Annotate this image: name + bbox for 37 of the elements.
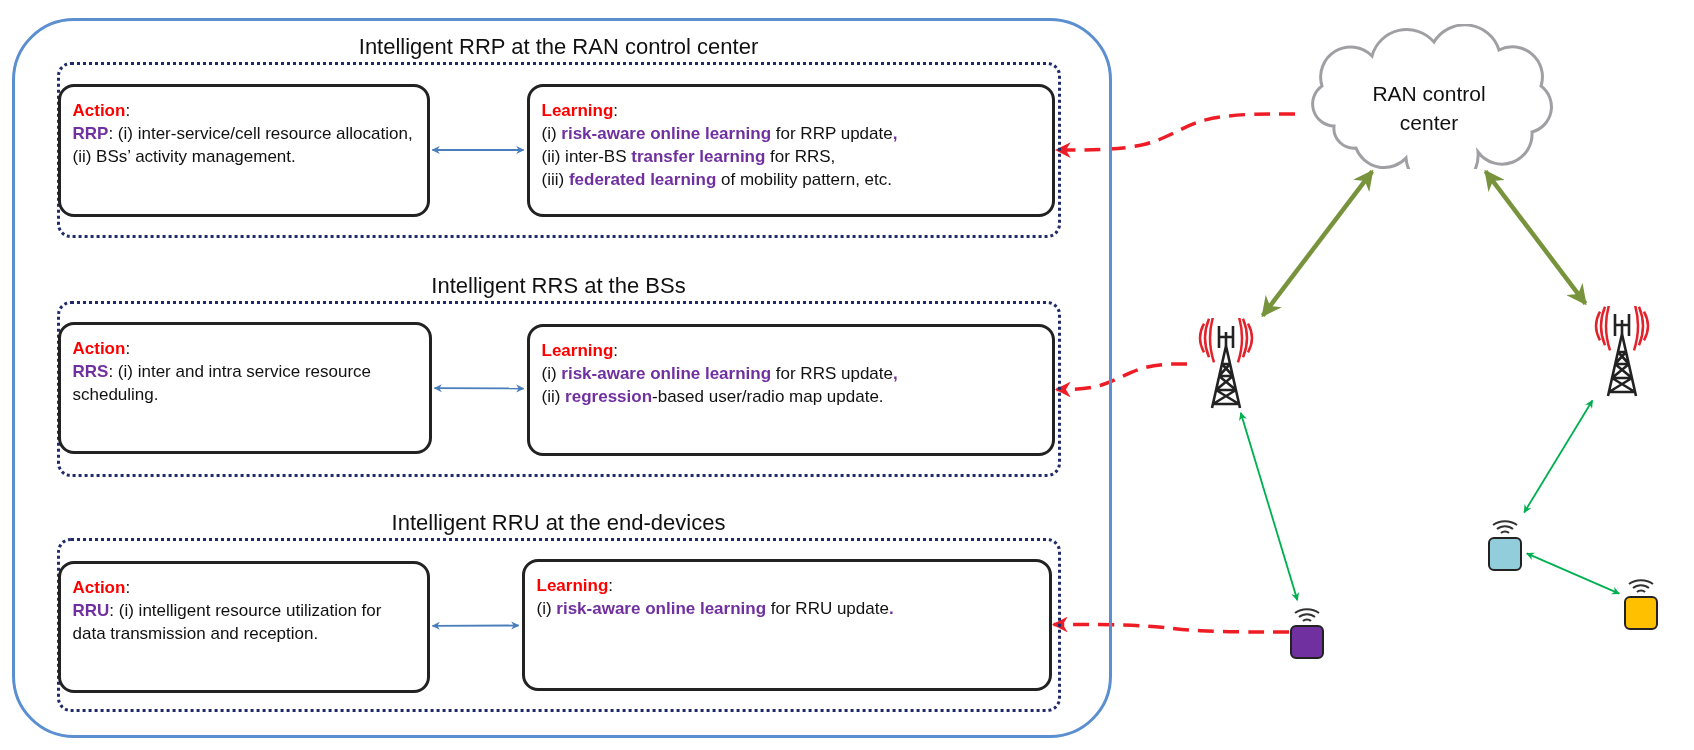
- box-text: RRS: (i) inter and intra service resource scheduling.: [72, 360, 373, 406]
- learning-box: [526, 83, 1055, 217]
- arrow: [1483, 169, 1588, 306]
- cloud-label: RAN control center: [1371, 81, 1487, 137]
- box-text: (iii) federated learning of mobility pattern, etc.: [541, 168, 893, 191]
- box-heading: Action:: [72, 99, 132, 122]
- arrow: [433, 384, 525, 393]
- box-text: RRP: (i) inter-service/cell resource allocation, (ii) BSs’ activity management.: [72, 122, 414, 168]
- band-heading: Intelligent RRS at the BSs: [431, 272, 686, 299]
- learning-box: [521, 558, 1052, 691]
- box-text: (i) risk-aware online learning for RRU update.: [536, 597, 895, 620]
- box-heading: Learning:: [541, 99, 620, 122]
- arrow: [1525, 552, 1621, 595]
- arrow: [1239, 411, 1300, 602]
- action-box: [57, 321, 432, 454]
- box-heading: Action:: [72, 576, 132, 599]
- action-box: [57, 560, 430, 693]
- band-heading: Intelligent RRP at the RAN control center: [358, 33, 759, 60]
- system-frame: [12, 18, 1112, 738]
- box-text: (i) risk-aware online learning for RRS update,: [541, 362, 899, 385]
- arrow: [1260, 169, 1374, 318]
- box-heading: Learning:: [536, 574, 615, 597]
- box-text: (ii) regression-based user/radio map update.: [541, 385, 885, 408]
- box-heading: Learning:: [541, 339, 620, 362]
- arrow: [1051, 616, 1289, 634]
- band-heading: Intelligent RRU at the end-devices: [391, 509, 726, 536]
- box-text: (ii) inter-BS transfer learning for RRS,: [541, 145, 837, 168]
- learning-box: [526, 323, 1055, 456]
- arrow: [1054, 112, 1295, 158]
- arrow: [431, 145, 525, 155]
- arrow: [1054, 362, 1187, 398]
- box-heading: Action:: [72, 337, 132, 360]
- arrow: [1523, 399, 1594, 514]
- action-box: [57, 83, 430, 217]
- box-text: (i) risk-aware online learning for RRP update,: [541, 122, 899, 145]
- box-text: RRU: (i) intelligent resource utilization for data transmission and reception.: [72, 599, 383, 645]
- arrow: [431, 621, 520, 630]
